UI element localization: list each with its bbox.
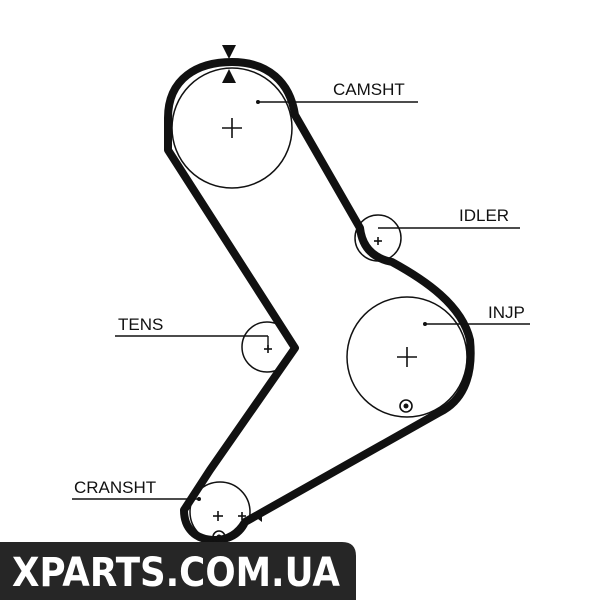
- idler-label: IDLER: [459, 206, 509, 225]
- watermark-band: [0, 542, 356, 600]
- injection-pump-label: INJP: [488, 303, 525, 322]
- crankshaft-pulley: [189, 481, 262, 544]
- leader-lines: [72, 101, 530, 500]
- watermark: XPARTS.COM.UA: [0, 542, 356, 600]
- watermark-text: XPARTS.COM.UA: [12, 550, 340, 596]
- circled-dot-icon: [399, 399, 413, 413]
- tensioner-label: TENS: [118, 315, 163, 334]
- plus-cross-icon: [374, 237, 382, 245]
- camshaft-label: CAMSHT: [333, 80, 405, 99]
- crankshaft-label: CRANSHT: [74, 478, 156, 497]
- plus-cross-icon: [213, 511, 246, 521]
- plus-cross-icon: [222, 118, 242, 138]
- tensioner-pulley: [241, 321, 293, 373]
- idler-pulley: [354, 214, 402, 262]
- triangle-marker-icon: [254, 510, 262, 522]
- camshaft-pulley: [171, 67, 293, 189]
- triangle-marker-icon: [222, 45, 236, 83]
- timing-belt: [164, 58, 475, 544]
- plus-cross-icon: [397, 347, 417, 367]
- injection-pump-pulley: [346, 296, 468, 418]
